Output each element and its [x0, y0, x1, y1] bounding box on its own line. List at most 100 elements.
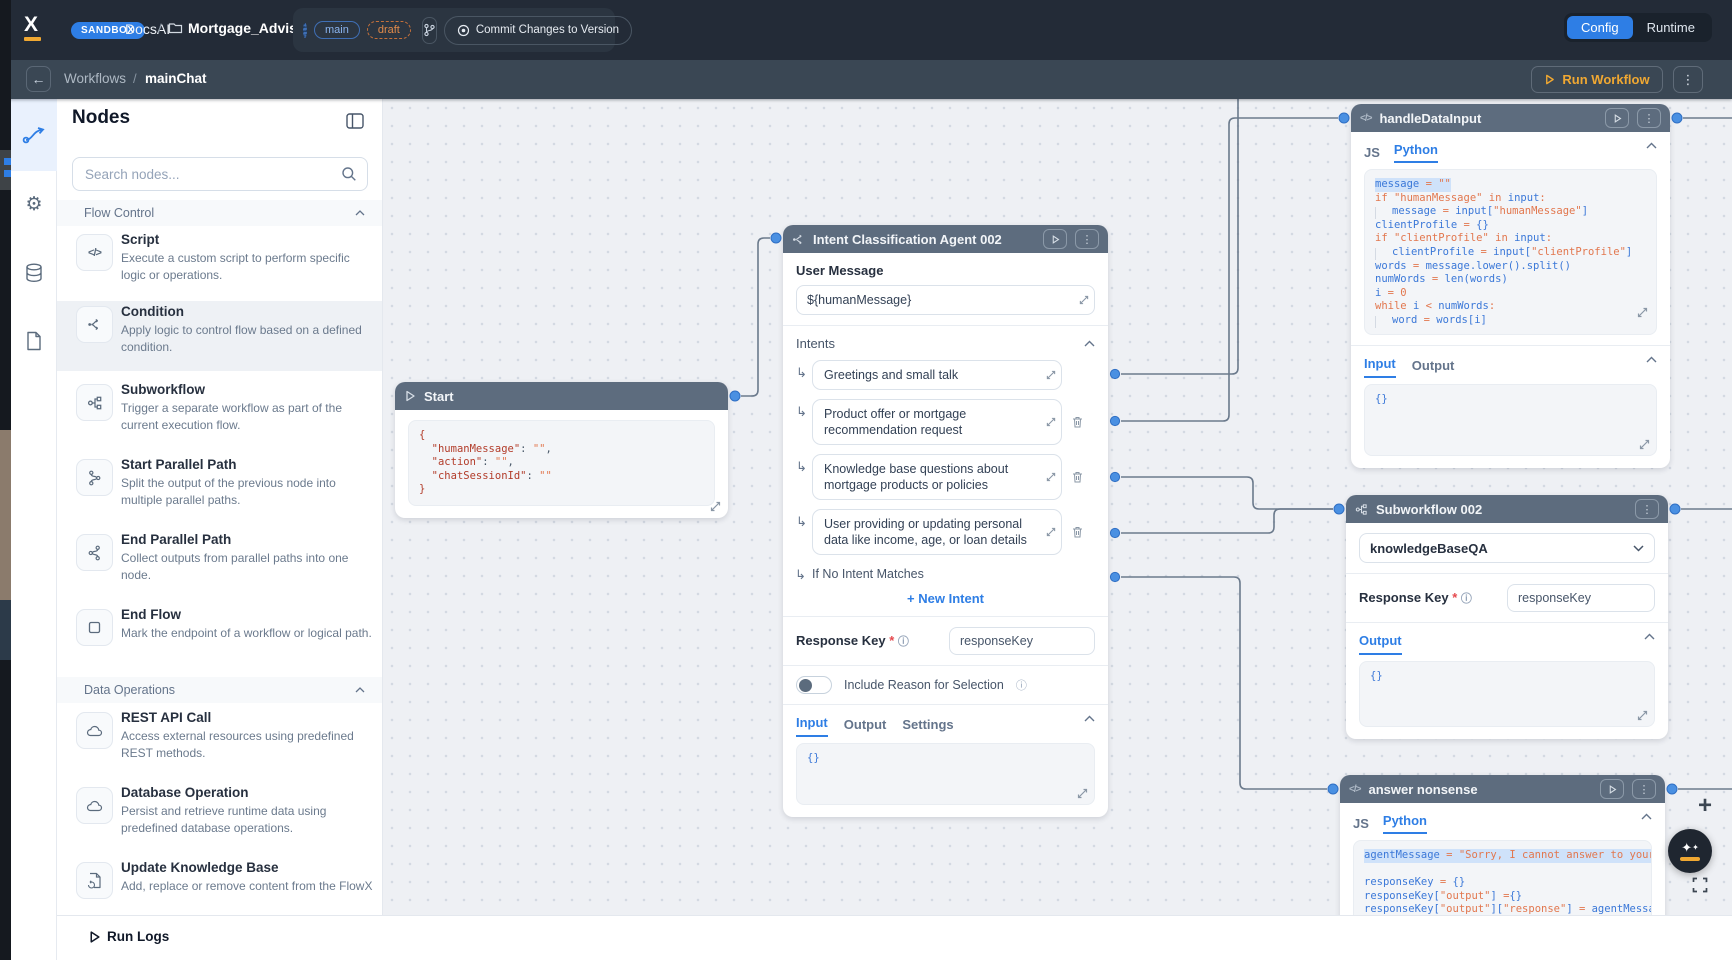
node-handle-header[interactable]: </> handleDataInput ⋮	[1351, 104, 1670, 132]
start-json-editor[interactable]: { "humanMessage": "", "action": "", "cha…	[408, 420, 715, 506]
tab-output[interactable]: Output	[1411, 358, 1455, 373]
nodes-panel: Nodes Flow Control </> Script Execute a …	[57, 99, 383, 915]
branch-button[interactable]	[421, 16, 437, 44]
node-run-button[interactable]	[1605, 108, 1629, 128]
node-menu-button[interactable]: ⋮	[1632, 779, 1656, 799]
node-item-subworkflow[interactable]: Subworkflow Trigger a separate workflow …	[57, 379, 382, 449]
workflow-menu-button[interactable]: ⋮	[1673, 66, 1703, 93]
node-menu-button[interactable]: ⋮	[1075, 229, 1099, 249]
delete-intent-icon[interactable]	[1072, 526, 1083, 538]
rail-item-workflows[interactable]	[11, 125, 57, 145]
tab-config[interactable]: Config	[1567, 16, 1633, 39]
tab-python[interactable]: Python	[1393, 142, 1438, 163]
condition-icon	[76, 306, 113, 343]
node-item-end-flow[interactable]: End Flow Mark the endpoint of a workflow…	[57, 604, 382, 672]
intent-input-preview[interactable]: {}	[796, 743, 1095, 805]
node-item-script[interactable]: </> Script Execute a custom script to pe…	[57, 229, 382, 297]
response-key-label: Response Key	[796, 633, 886, 648]
tab-js[interactable]: JS	[1364, 145, 1380, 160]
breadcrumb-separator: /	[158, 21, 162, 36]
expand-icon[interactable]	[1637, 710, 1648, 721]
node-start-header[interactable]: Start	[395, 382, 728, 410]
node-handle-data-input[interactable]: </> handleDataInput ⋮ JS Python message …	[1351, 104, 1670, 468]
tab-output[interactable]: Output	[843, 717, 887, 732]
collapse-icon[interactable]	[1646, 142, 1657, 149]
node-item-end-parallel[interactable]: End Parallel Path Collect outputs from p…	[57, 529, 382, 599]
expand-icon[interactable]	[1046, 370, 1056, 380]
branch-main-badge[interactable]: main	[314, 21, 360, 39]
ai-assistant-button[interactable]: ✦✦	[1668, 829, 1712, 873]
expand-icon[interactable]	[1046, 527, 1056, 537]
intent-row[interactable]: ↳ User providing or updating personal da…	[796, 509, 1095, 555]
node-item-start-parallel[interactable]: Start Parallel Path Split the output of …	[57, 454, 382, 524]
tab-settings[interactable]: Settings	[902, 717, 954, 732]
node-run-button[interactable]	[1600, 779, 1624, 799]
node-menu-button[interactable]: ⋮	[1637, 108, 1661, 128]
python-code-editor[interactable]: message = ""if "humanMessage" in input: …	[1364, 169, 1657, 335]
commit-changes-button[interactable]: Commit Changes to Version	[443, 15, 633, 45]
expand-icon[interactable]	[1077, 788, 1088, 799]
expand-icon[interactable]	[1079, 295, 1089, 305]
subworkflow-select[interactable]: knowledgeBaseQA	[1359, 533, 1655, 563]
intent-row[interactable]: ↳ Greetings and small talk	[796, 360, 1095, 390]
section-data-operations[interactable]: Data Operations	[57, 677, 382, 703]
collapse-icon[interactable]	[1084, 340, 1095, 347]
expand-icon[interactable]	[1639, 439, 1650, 450]
collapse-icon[interactable]	[1641, 813, 1652, 820]
workflow-icon	[22, 127, 45, 144]
node-subworkflow[interactable]: Subworkflow 002 ⋮ knowledgeBaseQA Respon…	[1346, 495, 1668, 739]
run-logs-bar[interactable]: Run Logs	[57, 915, 1732, 960]
node-item-condition[interactable]: Condition Apply logic to control flow ba…	[57, 301, 382, 371]
handle-input-preview[interactable]: {}	[1364, 384, 1657, 456]
rail-item-documents[interactable]	[11, 331, 57, 351]
breadcrumb-workflows[interactable]: Workflows	[64, 71, 127, 86]
node-item-rest-api[interactable]: REST API Call Access external resources …	[57, 707, 382, 777]
section-flow-control[interactable]: Flow Control	[57, 200, 382, 226]
intent-row[interactable]: ↳ Product offer or mortgage recommendati…	[796, 399, 1095, 445]
collapse-panel-icon[interactable]	[346, 113, 364, 129]
fullscreen-icon[interactable]	[1692, 877, 1708, 893]
tab-python[interactable]: Python	[1382, 813, 1427, 834]
tab-output[interactable]: Output	[1359, 633, 1402, 655]
node-subworkflow-header[interactable]: Subworkflow 002 ⋮	[1346, 495, 1668, 523]
node-start[interactable]: Start { "humanMessage": "", "action": ""…	[395, 382, 728, 518]
rail-item-settings[interactable]: ⚙	[11, 193, 57, 216]
delete-intent-icon[interactable]	[1072, 416, 1083, 428]
search-input[interactable]	[73, 158, 323, 190]
run-workflow-button[interactable]: Run Workflow	[1531, 66, 1663, 93]
expand-icon[interactable]	[710, 501, 721, 512]
node-answer-header[interactable]: </> answer nonsense ⋮	[1340, 775, 1665, 803]
subworkflow-output-preview[interactable]: {}	[1359, 661, 1655, 727]
intent-row[interactable]: ↳ Knowledge base questions about mortgag…	[796, 454, 1095, 500]
tab-input[interactable]: Input	[796, 715, 828, 737]
node-item-database-op[interactable]: Database Operation Persist and retrieve …	[57, 782, 382, 852]
app-name[interactable]: DocsAI	[125, 21, 171, 37]
user-message-input[interactable]: ${humanMessage}	[796, 285, 1095, 315]
node-intent-classification[interactable]: Intent Classification Agent 002 ⋮ User M…	[783, 225, 1108, 817]
branch-draft-badge[interactable]: draft	[366, 21, 411, 39]
tab-runtime[interactable]: Runtime	[1646, 20, 1695, 35]
expand-icon[interactable]	[1046, 472, 1056, 482]
response-key-input[interactable]: responseKey	[949, 627, 1095, 655]
app-logo[interactable]: X	[24, 14, 41, 41]
node-intent-header[interactable]: Intent Classification Agent 002 ⋮	[783, 225, 1108, 253]
back-button[interactable]: ←	[26, 66, 51, 92]
response-key-input[interactable]: responseKey	[1507, 584, 1655, 612]
collapse-icon[interactable]	[1646, 356, 1657, 363]
node-item-update-kb[interactable]: Update Knowledge Base Add, replace or re…	[57, 857, 382, 915]
expand-icon[interactable]	[1046, 417, 1056, 427]
collapse-icon[interactable]	[1644, 633, 1655, 640]
node-menu-button[interactable]: ⋮	[1635, 499, 1659, 519]
tab-js[interactable]: JS	[1353, 816, 1369, 831]
tab-input[interactable]: Input	[1364, 356, 1396, 378]
node-run-button[interactable]	[1043, 229, 1067, 249]
collapse-icon[interactable]	[1084, 715, 1095, 722]
zoom-in-button[interactable]: +	[1698, 792, 1713, 819]
delete-intent-icon[interactable]	[1072, 471, 1083, 483]
expand-icon[interactable]	[1637, 307, 1648, 318]
new-intent-button[interactable]: + New Intent	[907, 591, 984, 606]
include-reason-toggle[interactable]	[796, 676, 832, 694]
project-name[interactable]: Mortgage_Advisor	[188, 20, 311, 36]
condition-icon	[793, 234, 802, 244]
rail-item-database[interactable]	[11, 263, 57, 283]
